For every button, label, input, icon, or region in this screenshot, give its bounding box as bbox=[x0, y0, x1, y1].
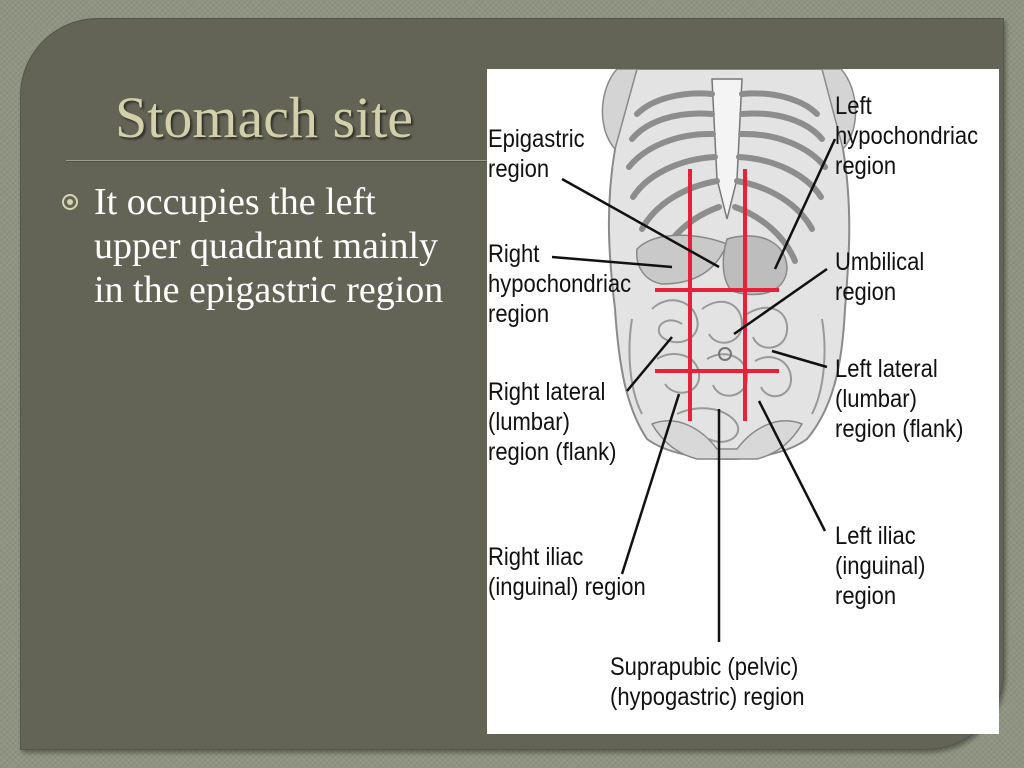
label-left-hypochondriac: Left hypochondriac region bbox=[835, 91, 978, 181]
label-line: region (flank) bbox=[488, 438, 617, 466]
shoulder-shape bbox=[821, 69, 857, 151]
label-line: region bbox=[835, 582, 897, 610]
label-line: Right lateral bbox=[488, 378, 606, 406]
label-line: Left iliac bbox=[835, 522, 916, 550]
label-left-iliac: Left iliac (inguinal) region bbox=[835, 521, 926, 611]
label-umbilical: Umbilical region bbox=[835, 247, 924, 307]
label-line: Epigastric bbox=[488, 125, 585, 153]
region-grid-lines bbox=[655, 169, 779, 421]
label-right-hypochondriac: Right hypochondriac region bbox=[488, 239, 631, 329]
bullet-text: It occupies the left upper quadrant main… bbox=[94, 181, 444, 311]
title-divider bbox=[66, 160, 492, 162]
label-right-iliac: Right iliac (inguinal) region bbox=[488, 542, 646, 602]
abdominal-regions-figure: Epigastric region Right hypochondriac re… bbox=[487, 69, 999, 734]
label-line: region bbox=[835, 278, 897, 306]
label-left-lateral: Left lateral (lumbar) region (flank) bbox=[835, 354, 963, 444]
label-line: (inguinal) bbox=[835, 552, 926, 580]
pelvis-shape bbox=[650, 420, 804, 460]
label-line: (lumbar) bbox=[835, 385, 917, 413]
label-line: (hypogastric) region bbox=[610, 683, 805, 711]
label-line: region bbox=[488, 155, 550, 183]
label-line: Suprapubic (pelvic) bbox=[610, 653, 799, 681]
label-line: Left bbox=[835, 92, 872, 120]
liver-shape bbox=[636, 234, 728, 285]
label-epigastric: Epigastric region bbox=[488, 124, 585, 184]
label-line: Umbilical bbox=[835, 248, 925, 276]
label-line: region bbox=[835, 152, 897, 180]
label-line: Right iliac bbox=[488, 543, 584, 571]
label-line: Left lateral bbox=[835, 355, 938, 383]
label-line: hypochondriac bbox=[835, 122, 979, 150]
label-line: (lumbar) bbox=[488, 408, 570, 436]
intestines bbox=[628, 299, 826, 443]
label-line: hypochondriac bbox=[488, 270, 632, 298]
slide-title: Stomach site bbox=[115, 85, 414, 150]
label-line: region (flank) bbox=[835, 415, 964, 443]
bullet-circle-icon bbox=[62, 194, 78, 210]
label-line: region bbox=[488, 300, 550, 328]
shoulder-shape bbox=[601, 69, 638, 151]
label-line: (inguinal) region bbox=[488, 573, 646, 601]
abdomen-illustration bbox=[551, 69, 857, 642]
label-right-lateral: Right lateral (lumbar) region (flank) bbox=[488, 377, 616, 467]
leader-lines bbox=[551, 138, 837, 642]
navel bbox=[718, 347, 732, 361]
label-line: Right bbox=[488, 240, 540, 268]
label-suprapubic: Suprapubic (pelvic) (hypogastric) region bbox=[610, 652, 804, 712]
sternum bbox=[711, 78, 743, 220]
